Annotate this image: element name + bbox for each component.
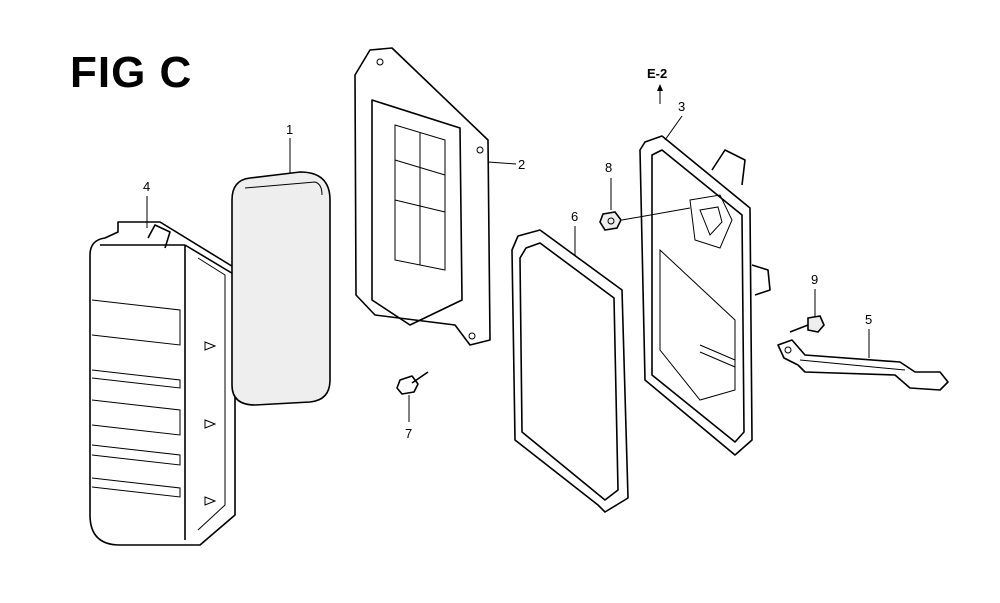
gasket: [511, 229, 629, 513]
nut: [599, 207, 691, 231]
callout-2: 2: [518, 157, 526, 172]
callout-7: 7: [405, 426, 413, 441]
callout-8: 8: [605, 160, 613, 175]
figure-title: FIG C: [70, 48, 193, 97]
callout-4: 4: [143, 179, 151, 194]
callout-3: 3: [678, 99, 686, 114]
reference-label: E-2: [647, 66, 668, 81]
callout-6: 6: [571, 209, 579, 224]
air-cleaner-plate: [639, 135, 771, 456]
foam-element: [231, 171, 331, 406]
air-cleaner-cover: [89, 221, 236, 546]
bolt-7: [396, 371, 429, 395]
callout-1: 1: [286, 122, 294, 137]
bolt-9: [789, 315, 825, 333]
callout-5: 5: [865, 312, 873, 327]
air-cleaner-base: [354, 47, 491, 346]
callout-9: 9: [811, 272, 819, 287]
bracket: [777, 339, 949, 391]
